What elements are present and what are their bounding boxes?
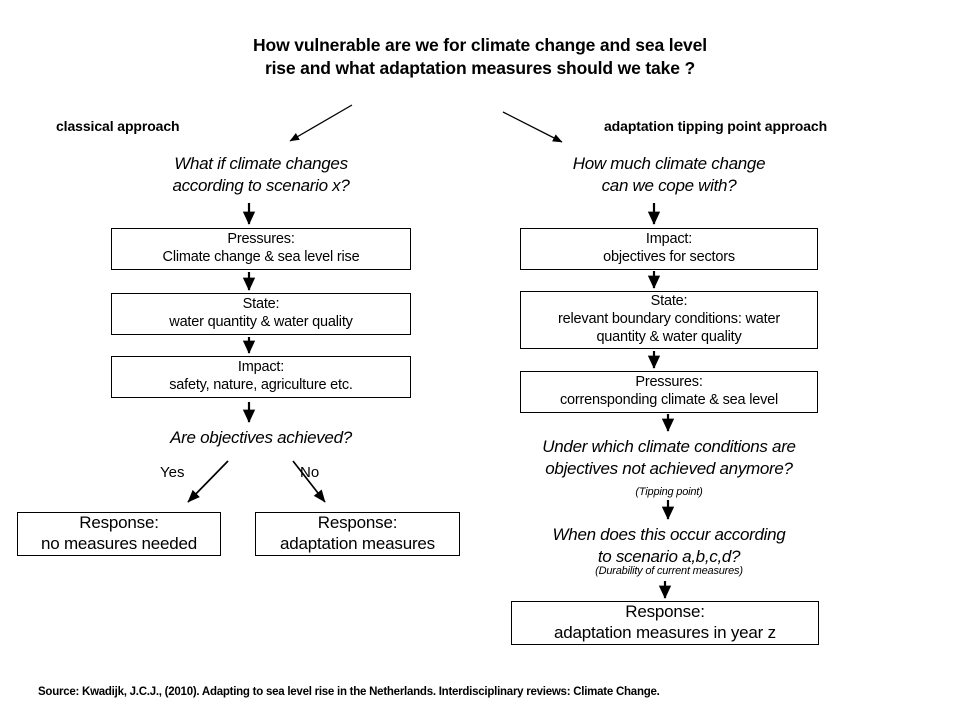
left-box-impact-title: Impact: xyxy=(237,359,285,376)
right-box-state-body-line-2: quantity & water quality xyxy=(596,328,742,345)
right-box-pressures-body: corrensponding climate & sea level xyxy=(559,392,779,408)
left-box-impact-body: safety, nature, agriculture etc. xyxy=(169,377,353,393)
note-durability-of-current-measures: (Durability of current measures) xyxy=(595,565,743,577)
left-box-state-title: State: xyxy=(242,296,280,313)
right-response-adaptation-measures-in-year-z: Response: adaptation measures in year z xyxy=(511,601,819,645)
right-timing-question: When does this occur according to scenar… xyxy=(500,524,838,568)
column-header-adaptation-tipping-point-approach: adaptation tipping point approach xyxy=(604,118,828,134)
left-box-state-body: water quantity & water quality xyxy=(169,314,353,330)
right-box-impact-body: objectives for sectors xyxy=(603,249,735,265)
arrow-title-to-classical xyxy=(289,104,353,142)
left-response-adaptation-measures-body: adaptation measures xyxy=(280,534,435,553)
column-header-classical-approach: classical approach xyxy=(56,118,180,134)
arrow-branch-yes xyxy=(187,460,229,503)
branch-label-yes: Yes xyxy=(160,464,185,481)
right-box-state: State: relevant boundary conditions: wat… xyxy=(520,291,818,349)
title-line-2: rise and what adaptation measures should… xyxy=(264,58,696,79)
source-citation: Source: Kwadijk, J.C.J., (2010). Adaptin… xyxy=(38,686,660,698)
left-box-pressures: Pressures: Climate change & sea level ri… xyxy=(111,228,411,270)
right-opening-question-line-2: can we cope with? xyxy=(601,176,737,196)
right-opening-question-line-1: How much climate change xyxy=(572,154,766,173)
left-opening-question-line-2: according to scenario x? xyxy=(172,176,350,196)
left-response-adaptation-measures: Response: adaptation measures xyxy=(255,512,460,556)
title-line-1: How vulnerable are we for climate change… xyxy=(253,35,707,55)
left-opening-question: What if climate changes according to sce… xyxy=(111,153,411,197)
left-response-adaptation-measures-title: Response: xyxy=(317,513,398,533)
note-tipping-point: (Tipping point) xyxy=(635,486,703,498)
left-box-state: State: water quantity & water quality xyxy=(111,293,411,335)
left-response-no-measures-body: no measures needed xyxy=(40,534,198,553)
arrow-title-to-tipping-point xyxy=(502,111,563,143)
right-response-body: adaptation measures in year z xyxy=(554,623,776,642)
right-tipping-point-question: Under which climate conditions are objec… xyxy=(500,436,838,480)
left-opening-question-line-1: What if climate changes xyxy=(174,154,348,173)
left-response-no-measures: Response: no measures needed xyxy=(17,512,221,556)
right-response-title: Response: xyxy=(625,602,705,622)
left-box-pressures-title: Pressures: xyxy=(227,231,295,248)
right-timing-question-line-2: to scenario a,b,c,d? xyxy=(597,547,741,567)
right-box-pressures: Pressures: corrensponding climate & sea … xyxy=(520,371,818,413)
right-timing-question-line-1: When does this occur according xyxy=(552,525,786,544)
left-box-pressures-body: Climate change & sea level rise xyxy=(162,249,360,265)
left-decision-question: Are objectives achieved? xyxy=(170,428,352,447)
branch-label-no: No xyxy=(300,464,320,481)
right-box-state-body-line-1: relevant boundary conditions: water xyxy=(558,311,780,328)
right-box-state-title: State: xyxy=(650,293,688,310)
right-tipping-point-question-line-2: objectives not achieved anymore? xyxy=(545,459,793,479)
right-box-pressures-title: Pressures: xyxy=(635,374,703,391)
left-box-impact: Impact: safety, nature, agriculture etc. xyxy=(111,356,411,398)
page-title: How vulnerable are we for climate change… xyxy=(140,34,820,80)
left-response-no-measures-title: Response: xyxy=(79,513,159,533)
right-tipping-point-question-line-1: Under which climate conditions are xyxy=(542,437,796,456)
right-opening-question: How much climate change can we cope with… xyxy=(520,153,818,197)
right-box-impact: Impact: objectives for sectors xyxy=(520,228,818,270)
right-box-impact-title: Impact: xyxy=(645,231,693,248)
